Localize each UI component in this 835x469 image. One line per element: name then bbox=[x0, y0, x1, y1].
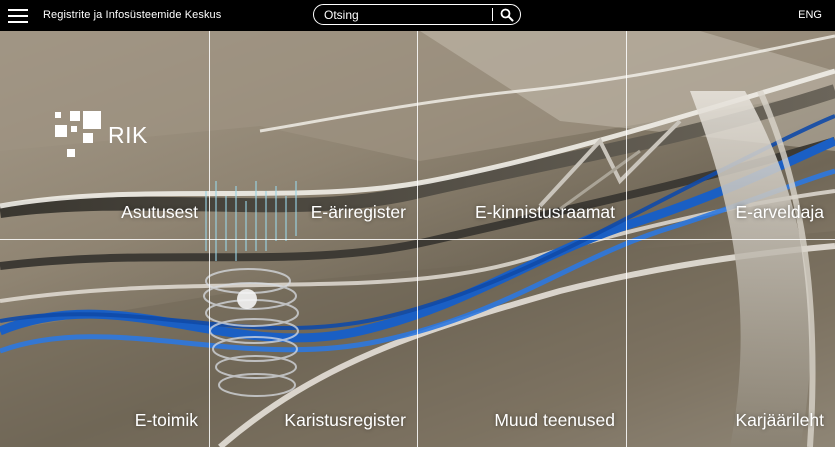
tile-e-ariregister[interactable]: E-äriregister bbox=[209, 31, 417, 239]
hero-area: RIK Asutusest E-äriregister E-kinnistusr… bbox=[0, 31, 835, 447]
tile-label: E-arveldaja bbox=[735, 202, 824, 222]
tile-label: E-toimik bbox=[134, 410, 198, 430]
tile-label: Asutusest bbox=[121, 202, 198, 222]
top-bar: Registrite ja Infosüsteemide Keskus ENG bbox=[0, 0, 835, 31]
search-box bbox=[313, 4, 521, 25]
tile-karistusregister[interactable]: Karistusregister bbox=[209, 239, 417, 447]
tile-e-kinnistusraamat[interactable]: E-kinnistusraamat bbox=[417, 31, 626, 239]
logo-text: RIK bbox=[108, 122, 148, 148]
site-name-link[interactable]: Registrite ja Infosüsteemide Keskus bbox=[43, 9, 222, 21]
tile-e-arveldaja[interactable]: E-arveldaja bbox=[626, 31, 835, 239]
tile-e-toimik[interactable]: E-toimik bbox=[0, 239, 209, 447]
tile-label: E-kinnistusraamat bbox=[474, 202, 615, 222]
tile-label: Karistusregister bbox=[284, 410, 406, 430]
tile-muud-teenused[interactable]: Muud teenused bbox=[417, 239, 626, 447]
tile-label: Karjäärileht bbox=[735, 410, 824, 430]
grid-divider bbox=[0, 239, 835, 240]
tile-label: E-äriregister bbox=[310, 202, 406, 222]
search-divider bbox=[492, 8, 493, 21]
search-input[interactable] bbox=[324, 7, 494, 22]
language-switch[interactable]: ENG bbox=[798, 9, 822, 21]
tile-label: Muud teenused bbox=[494, 410, 615, 430]
menu-icon[interactable] bbox=[8, 9, 28, 23]
search-icon[interactable] bbox=[500, 8, 514, 22]
tile-karjaarileht[interactable]: Karjäärileht bbox=[626, 239, 835, 447]
tile-asutusest[interactable]: Asutusest bbox=[0, 31, 209, 239]
rik-logo-icon[interactable] bbox=[55, 111, 105, 161]
